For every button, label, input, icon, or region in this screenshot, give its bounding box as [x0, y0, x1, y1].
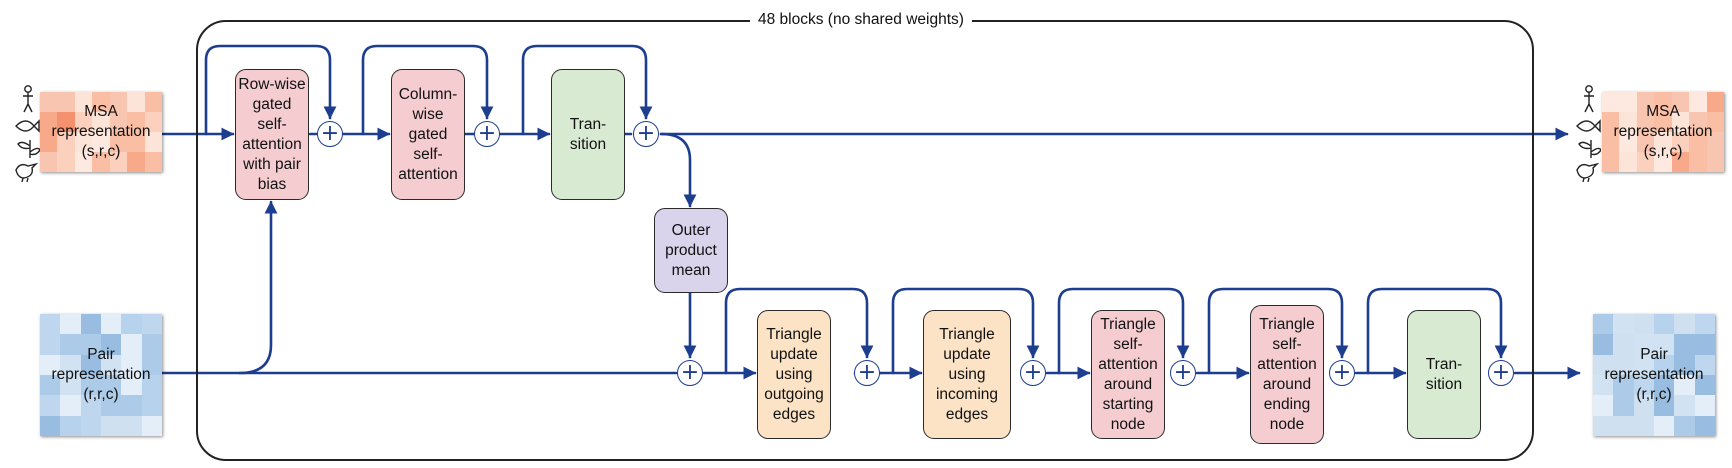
msa-transition-label: Tran- sition [569, 115, 607, 153]
triangle-incoming-label: Triangle update using incoming edges [935, 325, 999, 423]
bird-icon [1576, 162, 1600, 182]
msa-to-outer-product [659, 132, 697, 208]
pair-heatmap-texture [40, 314, 162, 436]
pair-skip-2 [891, 287, 1040, 375]
msa-skip-1 [204, 44, 337, 136]
row-wise-attention-label: Row-wise gated self- attention with pair… [238, 75, 306, 193]
msa-add-node-3: + [633, 121, 659, 147]
row-wise-gated-self-attention-box: Row-wise gated self- attention with pair… [235, 69, 309, 200]
pair-output-label: Pair representation (r,r,c) [1604, 346, 1704, 403]
human-icon [1584, 85, 1594, 113]
plant-icon [17, 140, 40, 158]
column-wise-attention-label: Column- wise gated self- attention [398, 85, 458, 183]
pair-skip-1 [724, 287, 874, 375]
pair-input-label: Pair representation (r,r,c) [51, 346, 151, 403]
human-icon [23, 85, 33, 113]
triangle-starting-label: Triangle self- attention around starting… [1098, 315, 1158, 433]
pair-heatmap-texture [1593, 314, 1715, 436]
msa-transition-box: Tran- sition [551, 69, 625, 200]
pair-add-node-3: + [1170, 360, 1196, 386]
msa-input-label: MSA representation (s,r,c) [51, 103, 151, 160]
msa-representation-input: MSA representation (s,r,c) [40, 92, 162, 172]
msa-add-node-2: + [474, 121, 500, 147]
pair-skip-4 [1207, 287, 1349, 375]
pair-add-node-1: + [854, 360, 880, 386]
msa-representation-output: MSA representation (s,r,c) [1602, 92, 1724, 172]
pair-add-node-0: + [677, 360, 703, 386]
pair-add-node-2: + [1020, 360, 1046, 386]
frame-title: 48 blocks (no shared weights) [750, 9, 972, 31]
msa-skip-2 [361, 44, 494, 136]
species-icons-left [15, 85, 40, 182]
triangle-update-incoming-box: Triangle update using incoming edges [923, 310, 1011, 439]
plant-icon [1578, 140, 1601, 158]
triangle-attention-starting-box: Triangle self- attention around starting… [1091, 310, 1165, 439]
msa-skip-3 [521, 44, 653, 136]
triangle-ending-label: Triangle self- attention around ending n… [1257, 315, 1317, 433]
pair-skip-3 [1057, 287, 1190, 375]
outer-product-mean-label: Outer product mean [665, 221, 717, 279]
pair-add-node-5: + [1488, 360, 1514, 386]
msa-heatmap-texture [1602, 92, 1724, 172]
pair-transition-box: Tran- sition [1407, 310, 1481, 439]
triangle-update-outgoing-box: Triangle update using outgoing edges [757, 310, 831, 439]
pair-representation-input: Pair representation (r,r,c) [40, 314, 162, 436]
bird-icon [15, 162, 39, 182]
msa-heatmap-texture [40, 92, 162, 172]
pair-skip-5 [1366, 287, 1508, 375]
column-wise-gated-self-attention-box: Column- wise gated self- attention [391, 69, 465, 200]
pair-transition-label: Tran- sition [1425, 355, 1463, 393]
msa-output-label: MSA representation (s,r,c) [1613, 103, 1713, 160]
fish-icon [1576, 119, 1601, 133]
triangle-attention-ending-box: Triangle self- attention around ending n… [1250, 305, 1324, 444]
pair-add-node-4: + [1329, 360, 1355, 386]
outer-product-mean-box: Outer product mean [654, 208, 728, 293]
msa-add-node-1: + [317, 121, 343, 147]
triangle-outgoing-label: Triangle update using outgoing edges [764, 325, 824, 423]
pair-representation-output: Pair representation (r,r,c) [1593, 314, 1715, 436]
fish-icon [15, 119, 40, 133]
species-icons-right [1576, 85, 1601, 182]
